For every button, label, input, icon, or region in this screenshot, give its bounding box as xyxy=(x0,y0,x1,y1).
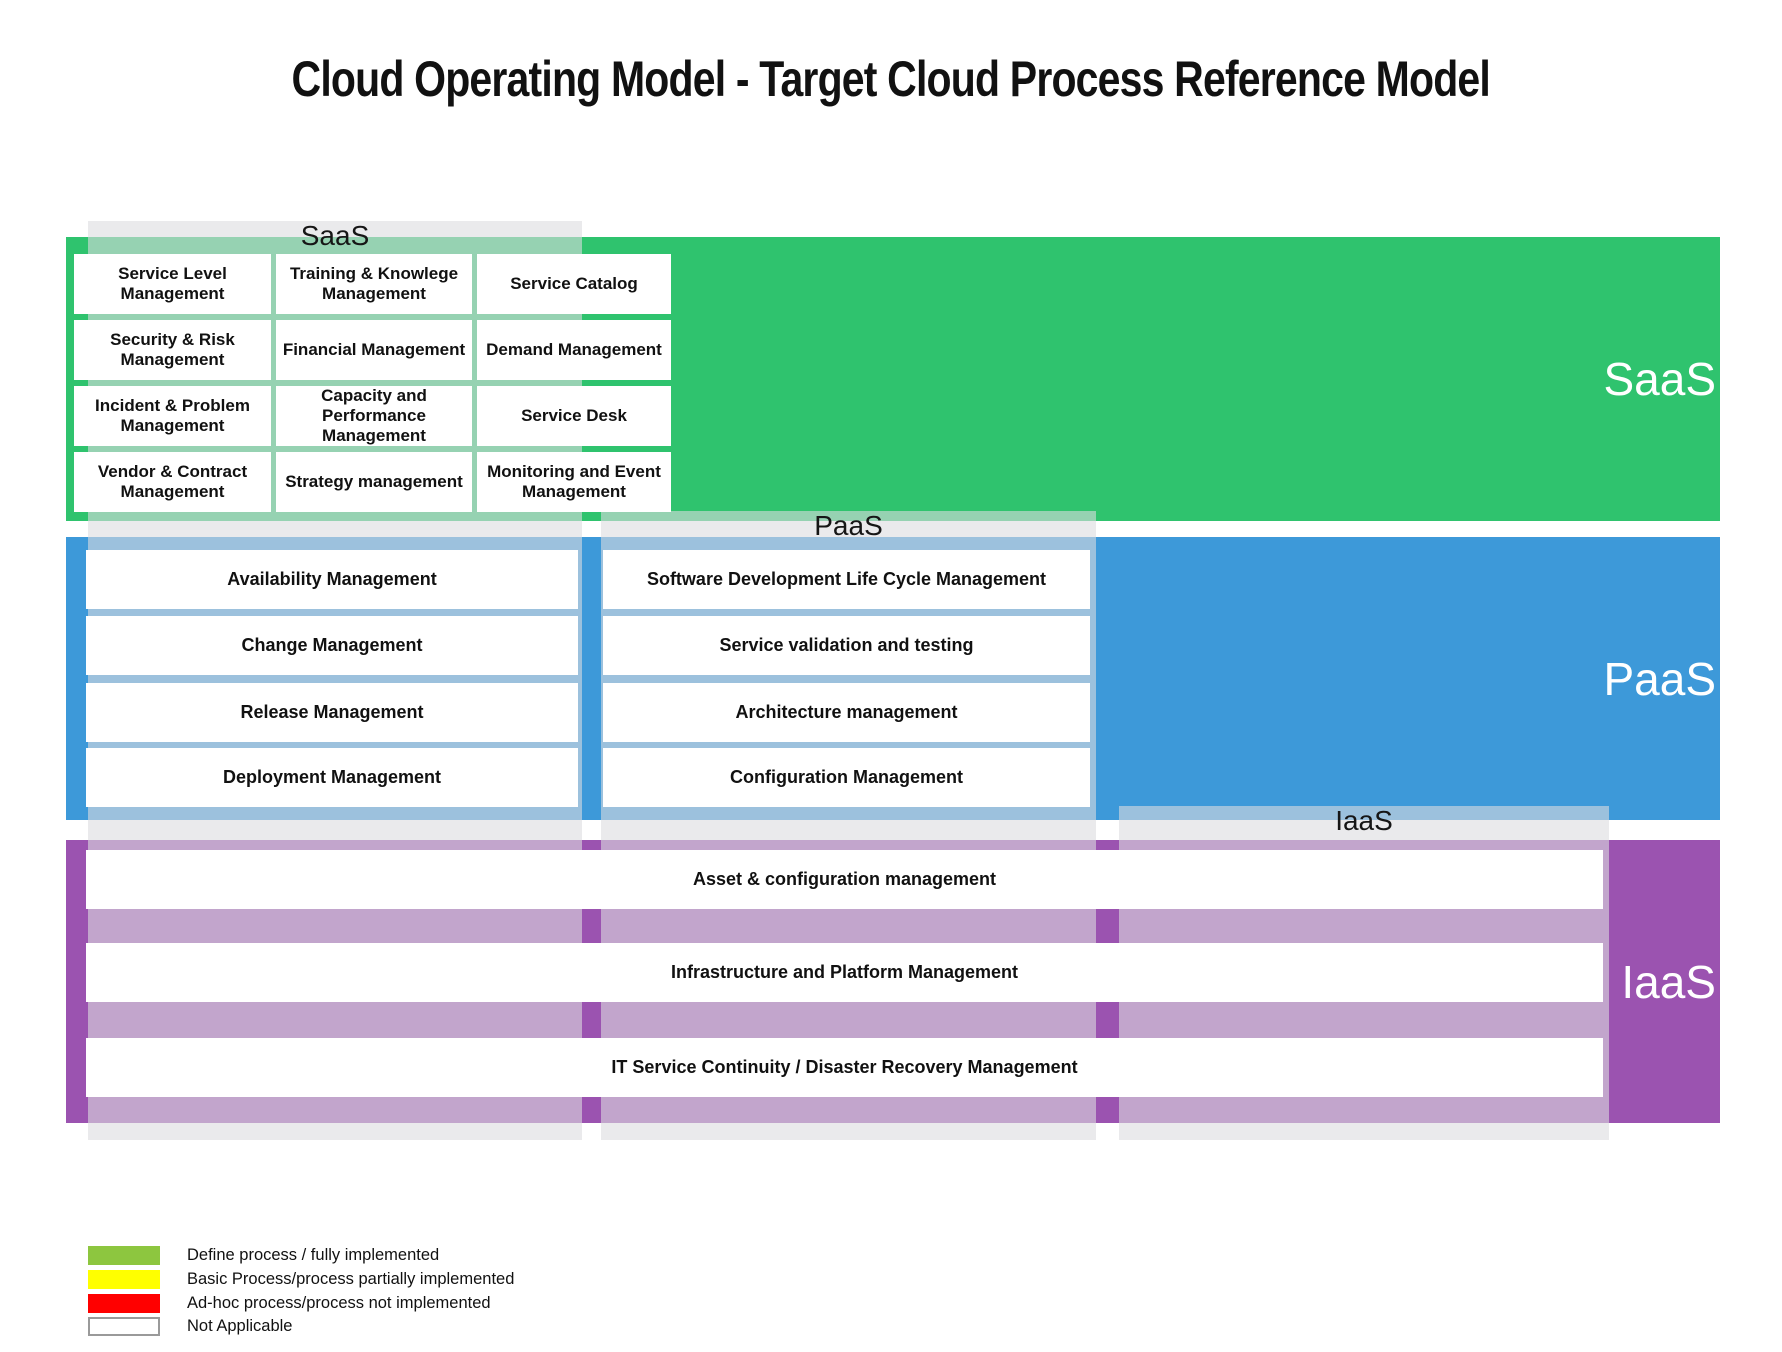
saas-process-box: Strategy management xyxy=(276,452,472,512)
paas-process-box: Availability Management xyxy=(86,550,578,609)
legend-label: Ad-hoc process/process not implemented xyxy=(187,1294,491,1312)
saas-process-box: Security & Risk Management xyxy=(74,320,271,380)
legend-swatch-yellow xyxy=(88,1270,160,1289)
paas-process-box: Change Management xyxy=(86,616,578,675)
saas-process-box: Service Catalog xyxy=(477,254,671,314)
legend-label: Define process / fully implemented xyxy=(187,1246,440,1264)
iaas-process-box: IT Service Continuity / Disaster Recover… xyxy=(86,1038,1603,1097)
saas-process-box: Monitoring and Event Management xyxy=(477,452,671,512)
legend-swatch-green xyxy=(88,1246,160,1265)
page-title: Cloud Operating Model - Target Cloud Pro… xyxy=(0,50,1782,108)
saas-process-box: Demand Management xyxy=(477,320,671,380)
paas-process-box: Architecture management xyxy=(603,683,1090,742)
saas-process-box: Training & Knowlege Management xyxy=(276,254,472,314)
saas-process-box: Capacity and Performance Management xyxy=(276,386,472,446)
paas-column-header: PaaS xyxy=(814,510,883,541)
legend-swatch-red xyxy=(88,1294,160,1313)
legend-swatch-white xyxy=(88,1317,160,1336)
page-title-text: Cloud Operating Model - Target Cloud Pro… xyxy=(291,51,1491,107)
paas-process-box: Service validation and testing xyxy=(603,616,1090,675)
saas-process-box: Financial Management xyxy=(276,320,472,380)
iaas-process-box: Infrastructure and Platform Management xyxy=(86,943,1603,1002)
saas-process-box: Vendor & Contract Management xyxy=(74,452,271,512)
paas-process-box: Software Development Life Cycle Manageme… xyxy=(603,550,1090,609)
iaas-band-label: IaaS xyxy=(1621,955,1716,1008)
saas-process-box: Service Desk xyxy=(477,386,671,446)
iaas-process-box: Asset & configuration management xyxy=(86,850,1603,909)
saas-process-box: Service Level Management xyxy=(74,254,271,314)
legend-label: Not Applicable xyxy=(187,1317,293,1335)
paas-column-strip xyxy=(601,511,1096,1140)
saas-process-box: Incident & Problem Management xyxy=(74,386,271,446)
paas-band-label: PaaS xyxy=(1603,652,1716,705)
iaas-column-header: IaaS xyxy=(1335,805,1393,836)
paas-process-box: Deployment Management xyxy=(86,748,578,807)
paas-process-box: Release Management xyxy=(86,683,578,742)
legend-label: Basic Process/process partially implemen… xyxy=(187,1270,515,1288)
saas-column-header: SaaS xyxy=(300,220,370,251)
saas-band-label: SaaS xyxy=(1603,353,1716,405)
paas-process-box: Configuration Management xyxy=(603,748,1090,807)
